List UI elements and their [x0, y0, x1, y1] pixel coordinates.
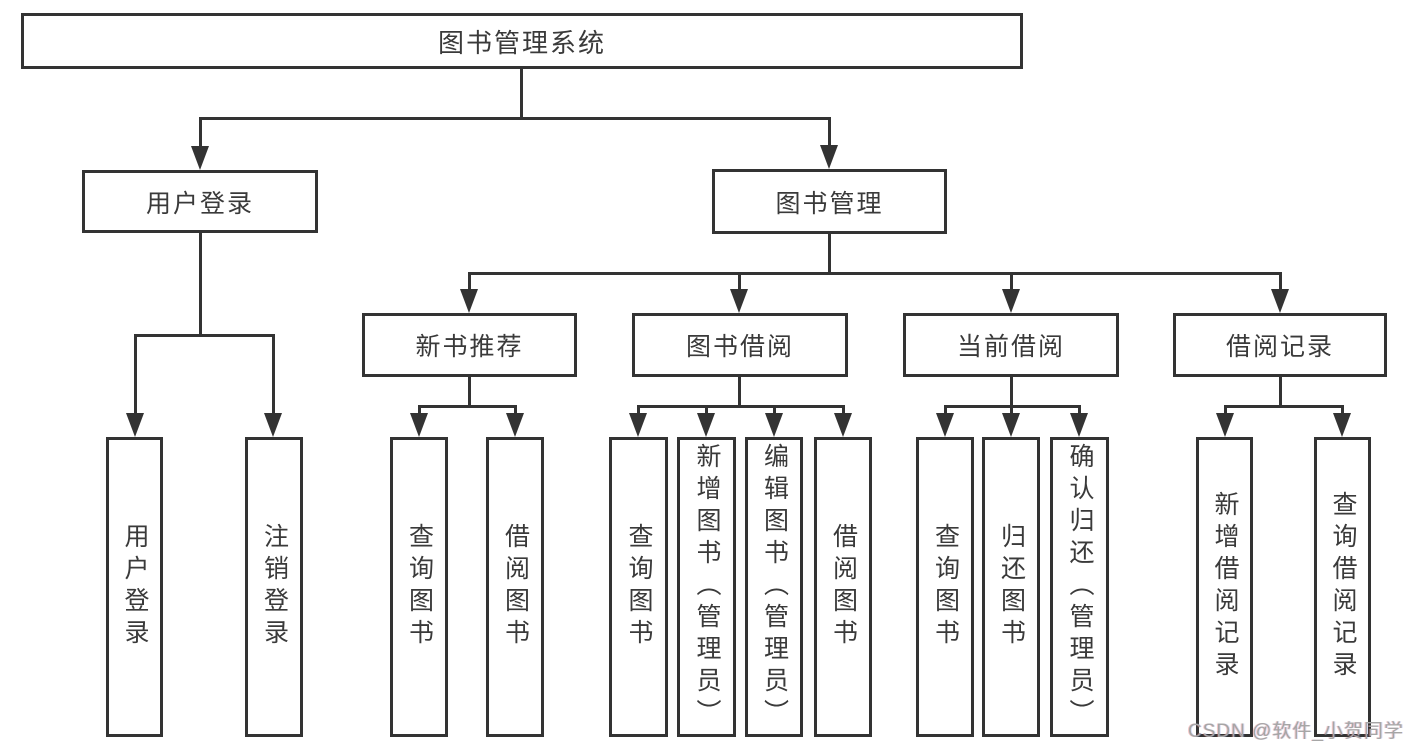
connector-line: [738, 377, 741, 408]
connector-line: [418, 405, 517, 408]
arrow-down-icon: [820, 145, 838, 169]
connector-line: [944, 405, 947, 413]
connector-line: [134, 334, 137, 413]
leaf-confirm-return-admin: 确认归还（管理员）: [1050, 437, 1109, 737]
connector-line: [468, 272, 1282, 275]
arrow-down-icon: [264, 413, 282, 437]
node-book-management: 图书管理: [712, 169, 947, 234]
arrow-down-icon: [834, 413, 852, 437]
node-user-login: 用户登录: [82, 170, 318, 233]
connector-line: [520, 69, 523, 117]
arrow-down-icon: [191, 146, 209, 170]
connector-line: [1010, 272, 1013, 289]
connector-line: [199, 117, 202, 146]
node-root: 图书管理系统: [21, 13, 1023, 69]
arrow-down-icon: [1002, 289, 1020, 313]
leaf-borrow-books-recommend: 借阅图书: [486, 437, 544, 737]
connector-line: [1078, 405, 1081, 413]
connector-line: [842, 405, 845, 413]
arrow-down-icon: [410, 413, 428, 437]
connector-line: [418, 405, 421, 413]
leaf-edit-books-admin: 编辑图书（管理员）: [745, 437, 803, 737]
leaf-query-books-recommend: 查询图书: [390, 437, 448, 737]
arrow-down-icon: [460, 289, 478, 313]
arrow-down-icon: [629, 413, 647, 437]
arrow-down-icon: [765, 413, 783, 437]
arrow-down-icon: [1002, 413, 1020, 437]
arrow-down-icon: [1070, 413, 1088, 437]
arrow-down-icon: [126, 413, 144, 437]
leaf-add-borrow-record: 新增借阅记录: [1196, 437, 1253, 737]
connector-line: [199, 233, 202, 337]
connector-line: [637, 405, 640, 413]
arrow-down-icon: [730, 289, 748, 313]
connector-line: [272, 334, 275, 413]
connector-line: [514, 405, 517, 413]
leaf-add-books-admin: 新增图书（管理员）: [677, 437, 736, 737]
connector-line: [1010, 405, 1013, 413]
leaf-query-borrow-record: 查询借阅记录: [1314, 437, 1371, 737]
connector-line: [637, 405, 845, 408]
connector-line: [705, 405, 708, 413]
node-borrowing-records: 借阅记录: [1173, 313, 1387, 377]
connector-line: [773, 405, 776, 413]
arrow-down-icon: [506, 413, 524, 437]
arrow-down-icon: [697, 413, 715, 437]
connector-line: [199, 117, 831, 120]
leaf-logout: 注销登录: [245, 437, 303, 737]
connector-line: [828, 117, 831, 145]
leaf-query-books-current: 查询图书: [916, 437, 974, 737]
connector-line: [1341, 405, 1344, 413]
connector-line: [1224, 405, 1343, 408]
node-book-borrowing: 图书借阅: [632, 313, 848, 377]
leaf-return-books: 归还图书: [982, 437, 1040, 737]
arrow-down-icon: [1271, 289, 1289, 313]
watermark-text: CSDN @软件_小贺同学: [1188, 721, 1404, 742]
connector-line: [468, 272, 471, 289]
connector-line: [1279, 272, 1282, 289]
leaf-user-login: 用户登录: [106, 437, 163, 737]
leaf-query-books-borrowing: 查询图书: [609, 437, 668, 737]
arrow-down-icon: [1216, 413, 1234, 437]
connector-line: [1279, 377, 1282, 408]
arrow-down-icon: [1333, 413, 1351, 437]
node-new-book-recommend: 新书推荐: [362, 313, 577, 377]
connector-line: [828, 234, 831, 275]
connector-line: [738, 272, 741, 289]
connector-line: [1224, 405, 1227, 413]
connector-line: [134, 334, 275, 337]
connector-line: [1010, 377, 1013, 408]
arrow-down-icon: [936, 413, 954, 437]
connector-line: [468, 377, 471, 408]
node-current-borrowing: 当前借阅: [903, 313, 1119, 377]
leaf-borrow-books: 借阅图书: [814, 437, 872, 737]
